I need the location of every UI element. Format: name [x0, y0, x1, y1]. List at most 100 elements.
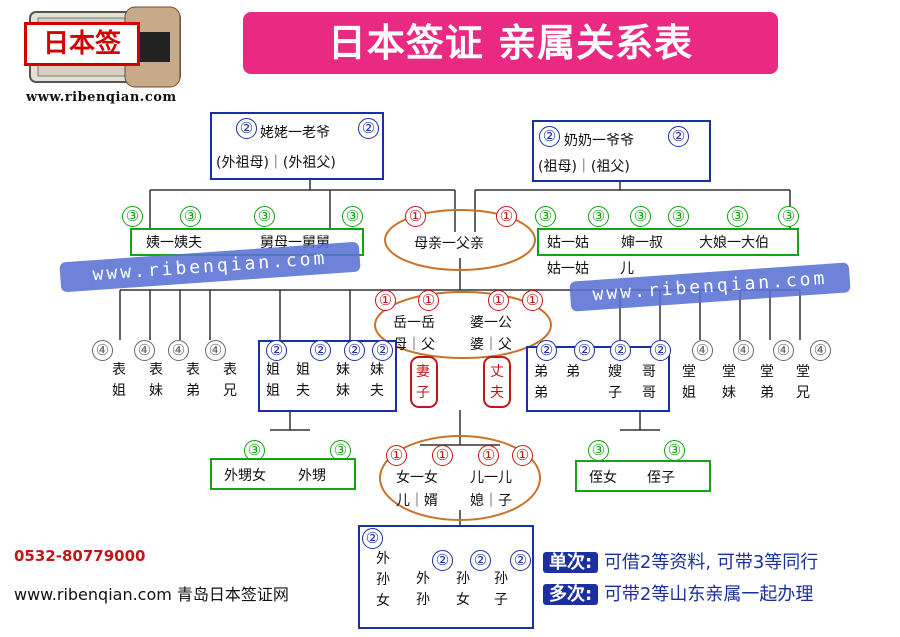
cousin-label: 堂兄	[796, 364, 810, 401]
degree-badge: ③	[588, 206, 609, 227]
wife-parents-label: 岳一岳	[393, 315, 435, 331]
cousin-label: 表姐	[112, 362, 126, 399]
degree-badge: ②	[310, 340, 331, 361]
logo-url[interactable]: www.ribenqian.com	[26, 90, 177, 105]
paternal-grandparents-names: 奶奶一爷爷	[564, 133, 634, 149]
husband-label: 丈夫	[490, 364, 504, 401]
degree-badge: ④	[168, 340, 189, 361]
degree-badge: ②	[372, 340, 393, 361]
degree-badge: ②	[539, 126, 560, 147]
maternal-grandparents-titles: (外祖母)｜(外祖父)	[216, 155, 336, 171]
note-text: 可带2等山东亲属一起办理	[603, 584, 814, 605]
degree-badge: ④	[134, 340, 155, 361]
degree-badge: ①	[478, 445, 499, 466]
degree-badge: ③	[342, 206, 363, 227]
degree-badge: ①	[375, 290, 396, 311]
degree-badge: ③	[778, 206, 799, 227]
husband-parents-label: 婆一公	[470, 315, 512, 331]
daughter-pair-titles: 儿｜婿	[396, 493, 438, 509]
degree-badge: ②	[610, 340, 631, 361]
brother-children-box: 侄女 侄子	[575, 460, 711, 492]
degree-badge: ③	[668, 206, 689, 227]
grandchild-label: 外孙	[416, 571, 430, 608]
degree-badge: ②	[236, 118, 257, 139]
degree-badge: ①	[488, 290, 509, 311]
son-pair-label: 儿一儿	[470, 470, 512, 486]
degree-badge: ②	[362, 528, 383, 549]
degree-badge: ②	[344, 340, 365, 361]
degree-badge: ①	[386, 445, 407, 466]
degree-badge: ③	[180, 206, 201, 227]
note-tag: 单次:	[543, 552, 599, 573]
niece-label: 侄女	[589, 470, 617, 486]
degree-badge: ④	[692, 340, 713, 361]
father-siblings-box: 姑一姑 婶一叔 大娘一大伯	[537, 228, 799, 256]
degree-badge: ④	[773, 340, 794, 361]
cousin-label: 堂姐	[682, 364, 696, 401]
cousin-label: 表兄	[223, 362, 237, 399]
degree-badge: ④	[733, 340, 754, 361]
maternal-grandparents-names: 姥姥一老爷	[260, 125, 330, 141]
note-multiple-entry: 多次: 可带2等山东亲属一起办理	[543, 580, 813, 606]
degree-badge: ②	[358, 118, 379, 139]
degree-badge: ④	[810, 340, 831, 361]
cousin-label: 表妹	[149, 362, 163, 399]
degree-badge: ③	[588, 440, 609, 461]
sibling-label: 弟	[566, 364, 580, 380]
paternal-grandparents-box: ② ② 奶奶一爷爷 (祖母)｜(祖父)	[532, 120, 711, 182]
degree-badge: ④	[205, 340, 226, 361]
grandchild-label: 孙女	[456, 571, 470, 608]
husband-parents-titles: 婆｜父	[470, 337, 512, 353]
maternal-grandparents-box: ② ② 姥姥一老爷 (外祖母)｜(外祖父)	[210, 112, 384, 180]
niece-label: 外甥女	[224, 468, 266, 484]
sibling-label: 哥哥	[642, 364, 656, 401]
sibling-label: 姐姐	[266, 362, 280, 399]
aunt-uncle-pair-1: 姨一姨夫	[146, 235, 202, 251]
page-title: 日本签证 亲属关系表	[243, 12, 778, 74]
sibling-label: 姐夫	[296, 362, 310, 399]
degree-badge: ②	[668, 126, 689, 147]
degree-badge: ①	[512, 445, 533, 466]
degree-badge: ③	[727, 206, 748, 227]
son-pair-titles: 媳｜子	[470, 493, 512, 509]
logo-text: 日本签	[24, 22, 140, 66]
degree-badge: ②	[470, 550, 491, 571]
degree-badge: ②	[266, 340, 287, 361]
aunt-pair-1: 姑一姑	[547, 235, 589, 251]
phone-number: 0532-80779000	[14, 547, 146, 565]
sister-children-box: 外甥女 外甥	[210, 458, 356, 490]
degree-badge: ②	[510, 550, 531, 571]
cousin-label: 堂妹	[722, 364, 736, 401]
sibling-label: 弟弟	[534, 364, 548, 401]
grandchildren-box: 外孙女 外孙 孙女 孙子	[358, 525, 534, 629]
degree-badge: ③	[630, 206, 651, 227]
degree-badge: ①	[432, 445, 453, 466]
cousin-label: 表弟	[186, 362, 200, 399]
father-siblings-sub-2: 儿	[620, 261, 634, 277]
degree-badge: ④	[92, 340, 113, 361]
sibling-label: 妹妹	[336, 362, 350, 399]
aunt-uncle-pair-2: 婶一叔	[621, 235, 663, 251]
degree-badge: ③	[122, 206, 143, 227]
degree-badge: ②	[536, 340, 557, 361]
degree-badge: ③	[664, 440, 685, 461]
grandchild-label: 外孙女	[376, 551, 390, 609]
sibling-label: 妹夫	[370, 362, 384, 399]
nephew-label: 外甥	[298, 468, 326, 484]
grandchild-label: 孙子	[494, 571, 508, 608]
wife-parents-titles: 母｜父	[393, 337, 435, 353]
note-single-entry: 单次: 可借2等资料, 可带3等同行	[543, 548, 818, 574]
degree-badge: ②	[574, 340, 595, 361]
site-link[interactable]: www.ribenqian.com 青岛日本签证网	[14, 585, 289, 604]
degree-badge: ③	[535, 206, 556, 227]
sibling-label: 嫂子	[608, 364, 622, 401]
degree-badge: ①	[405, 206, 426, 227]
wife-label: 妻子	[416, 364, 430, 401]
aunt-uncle-pair-3: 大娘一大伯	[699, 235, 769, 251]
degree-badge: ①	[496, 206, 517, 227]
degree-badge: ①	[522, 290, 543, 311]
degree-badge: ②	[650, 340, 671, 361]
cousin-label: 堂弟	[760, 364, 774, 401]
degree-badge: ③	[254, 206, 275, 227]
note-text: 可借2等资料, 可带3等同行	[603, 552, 819, 573]
